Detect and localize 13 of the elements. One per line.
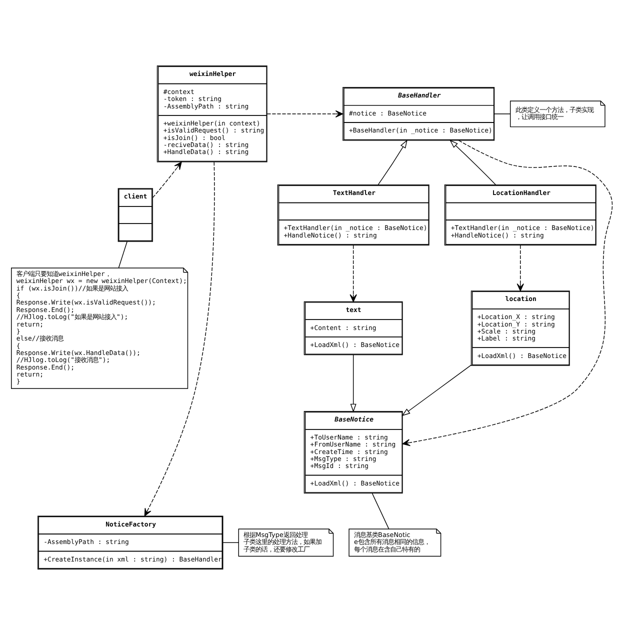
- arrow: [266, 110, 344, 118]
- arrow: [350, 245, 357, 302]
- connector: [222, 542, 239, 543]
- connector: [118, 241, 128, 268]
- arrow: [450, 140, 496, 186]
- arrow: [402, 364, 472, 416]
- arrow: [350, 354, 356, 412]
- arrow: [152, 162, 182, 198]
- arrow: [144, 162, 215, 516]
- connector: [372, 492, 390, 530]
- arrow: [378, 140, 408, 186]
- arrow: [402, 140, 613, 446]
- arrow: [516, 245, 524, 292]
